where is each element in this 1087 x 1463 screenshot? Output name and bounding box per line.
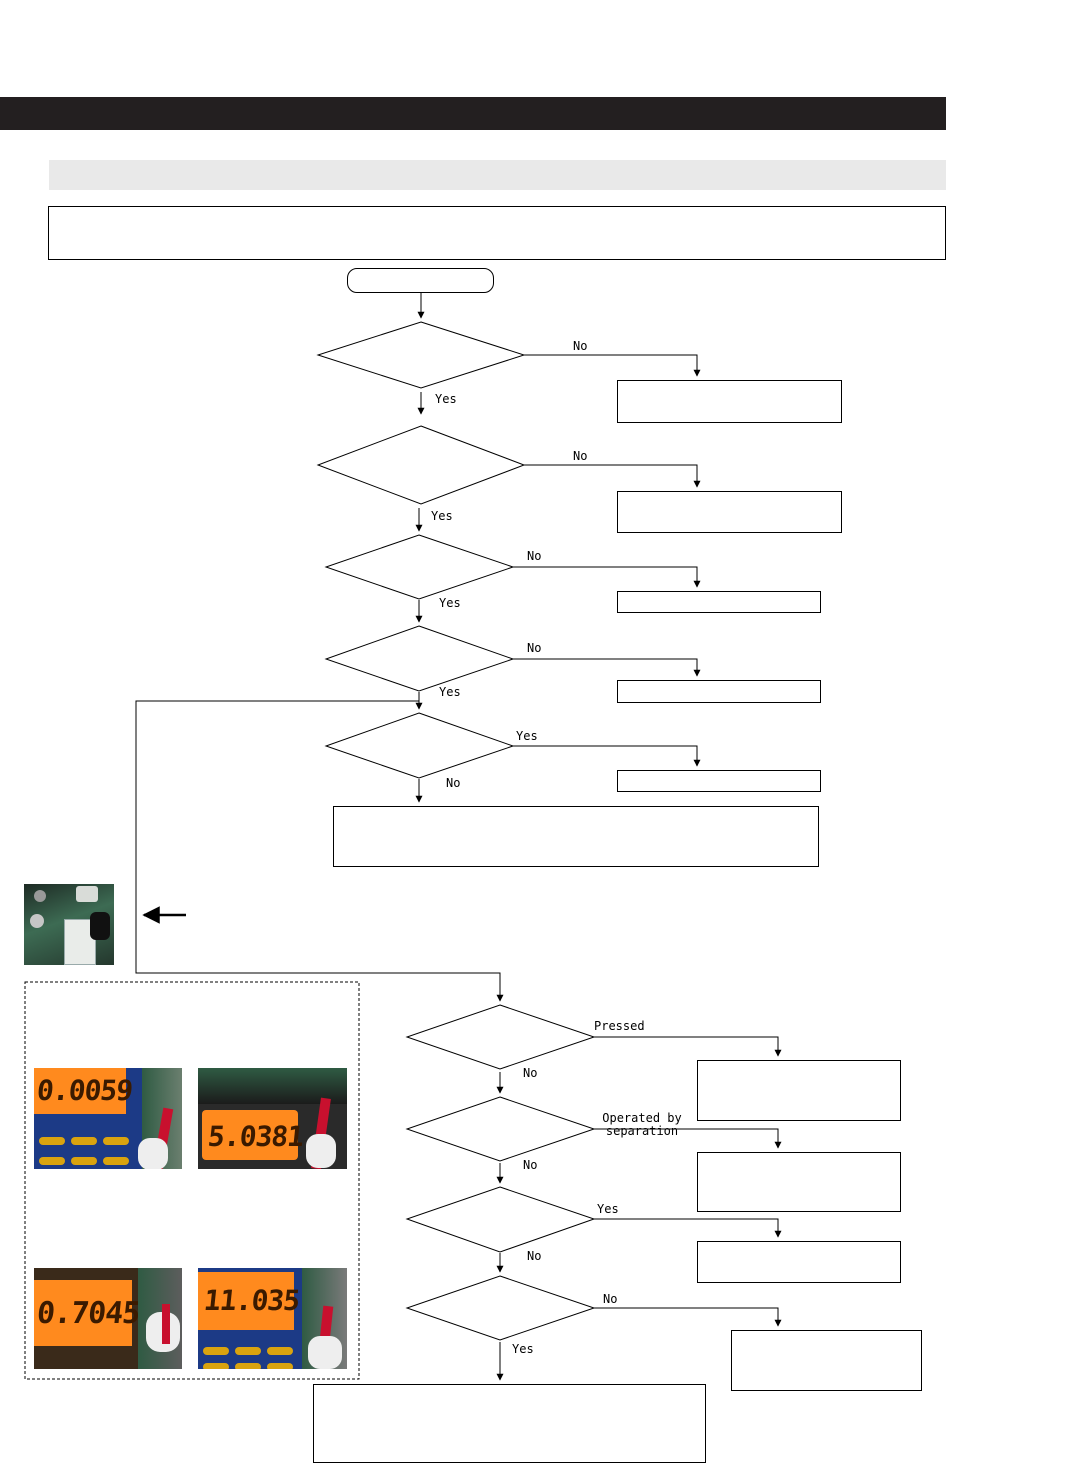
connector [513, 658, 701, 677]
connector [513, 566, 701, 588]
result-box-upper [333, 806, 819, 867]
branch-label-pressed: Pressed [594, 1019, 645, 1033]
connector [594, 1218, 782, 1238]
decision-diamond [316, 321, 526, 389]
connector [594, 1307, 782, 1327]
connector [524, 354, 701, 377]
description-box [48, 206, 946, 260]
connector [513, 745, 701, 767]
decision-diamond [405, 1096, 596, 1162]
meter-photo-4: 11.035 [198, 1268, 347, 1369]
branch-label-no: No [573, 449, 588, 463]
action-box-9 [731, 1330, 922, 1391]
branch-label-no: No [527, 641, 542, 655]
photo-group-frame [24, 981, 360, 1380]
decision-diamond [324, 712, 515, 779]
branch-label-yes: Yes [516, 729, 538, 743]
decision-diamond [405, 1186, 596, 1253]
meter-reading: 5.0381 [206, 1120, 305, 1153]
branch-label-no: No [527, 1249, 542, 1263]
action-box-5 [617, 770, 821, 792]
connector [524, 464, 701, 488]
action-box-6 [697, 1060, 901, 1121]
branch-label-yes: Yes [431, 509, 453, 523]
decision-diamond [405, 1275, 596, 1341]
action-box-8 [697, 1241, 901, 1283]
board-photo [24, 884, 114, 965]
branch-label-yes: Yes [435, 392, 457, 406]
branch-label-no: No [573, 339, 588, 353]
section-bar [49, 160, 946, 190]
branch-label-no: No [603, 1292, 618, 1306]
branch-label-operated-by-separation: Operated by separation [602, 1111, 682, 1138]
meter-reading: 0.0059 [35, 1074, 134, 1107]
branch-label-no: No [527, 549, 542, 563]
branch-label-no: No [446, 776, 461, 790]
meter-reading: 0.7045 [35, 1296, 142, 1331]
decision-diamond [405, 1004, 596, 1070]
action-box-7 [697, 1152, 901, 1212]
start-terminal [347, 268, 494, 293]
meter-photo-1: 0.0059 [34, 1068, 182, 1169]
decision-diamond [324, 625, 515, 692]
branch-label-no: No [523, 1066, 538, 1080]
action-box-3 [617, 591, 821, 613]
header-bar [0, 97, 946, 130]
decision-diamond [324, 534, 515, 600]
action-box-2 [617, 491, 842, 533]
branch-label-yes: Yes [439, 685, 461, 699]
meter-reading: 11.035 [202, 1284, 301, 1317]
branch-label-yes: Yes [439, 596, 461, 610]
connector [594, 1128, 782, 1149]
meter-photo-2: 5.0381 [198, 1068, 347, 1169]
meter-photo-3: 0.7045 [34, 1268, 182, 1369]
branch-label-yes: Yes [512, 1342, 534, 1356]
connector [594, 1036, 782, 1057]
result-box-lower [313, 1384, 706, 1463]
action-box-4 [617, 680, 821, 703]
branch-label-yes: Yes [597, 1202, 619, 1216]
branch-label-no: No [523, 1158, 538, 1172]
action-box-1 [617, 380, 842, 423]
decision-diamond [316, 425, 526, 505]
connector [135, 700, 504, 1002]
